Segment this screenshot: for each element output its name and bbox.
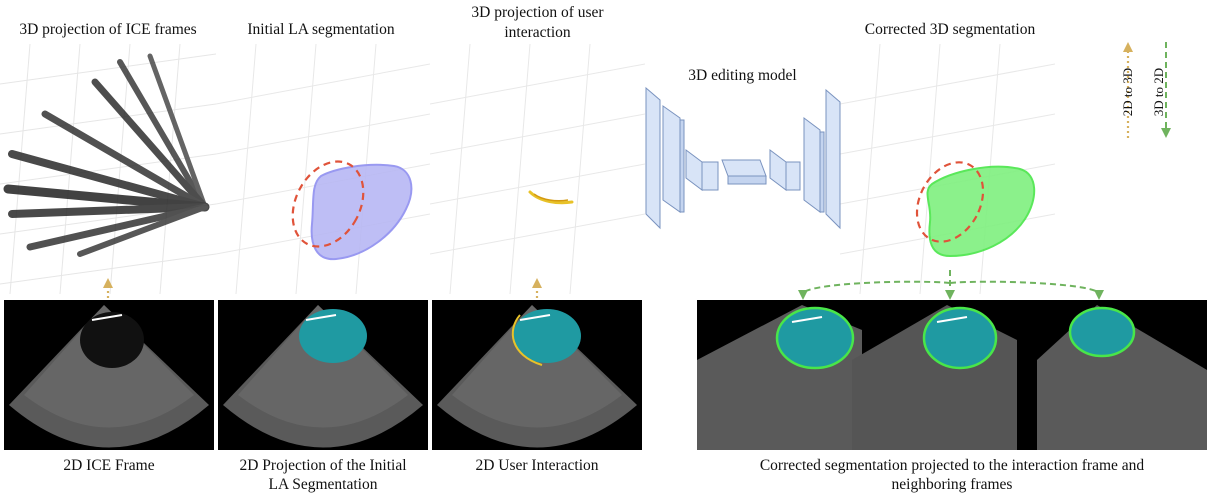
user-interaction-3d-stroke [528, 190, 574, 205]
title-ice-3d: 3D projection of ICE frames [19, 21, 197, 38]
caption-user-2d: 2D User Interaction [475, 457, 599, 474]
corrected-3d-panel [840, 44, 1055, 294]
title-initial-la: Initial LA segmentation [247, 21, 395, 38]
initial-la-3d-panel [216, 44, 430, 294]
legend-3d-to-2d: 3D to 2D [1151, 67, 1166, 117]
title-user-3d-line1: 3D projection of user [471, 4, 604, 21]
user-interaction-2d-stroke [511, 314, 543, 366]
title-corrected-3d: Corrected 3D segmentation [864, 21, 1036, 38]
caption-projection-line1: 2D Projection of the Initial [239, 457, 407, 474]
editing-model-diagram [645, 86, 841, 230]
ice-3d-projection-panel [0, 44, 216, 294]
ice-2d-frame [4, 300, 214, 450]
user-interaction-3d-panel [430, 44, 645, 294]
initial-la-blob [310, 163, 413, 261]
caption-projection-line2: LA Segmentation [268, 476, 378, 493]
caption-ice-2d: 2D ICE Frame [63, 457, 155, 474]
corrected-seg-blob [926, 165, 1036, 258]
caption-corrected-line2: neighboring frames [891, 476, 1013, 493]
title-editing-model: 3D editing model [688, 67, 797, 84]
caption-corrected-line1: Corrected segmentation projected to the … [759, 457, 1145, 474]
title-user-3d-line2: interaction [504, 24, 571, 41]
corrected-2d-frames [697, 300, 1207, 450]
user-interaction-2d [432, 300, 642, 450]
initial-la-2d-projection [218, 300, 428, 450]
legend-2d-to-3d: 2D to 3D [1120, 67, 1135, 117]
